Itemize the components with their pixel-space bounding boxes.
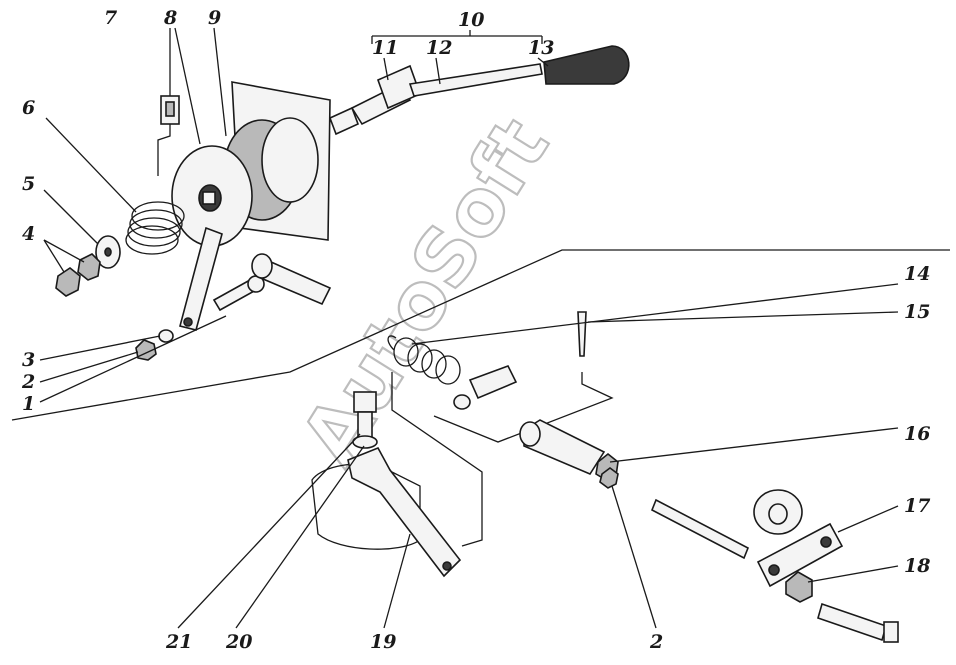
drum-rear-flange: [261, 117, 319, 203]
lever-thread: [328, 106, 360, 136]
washer-hole: [104, 247, 112, 257]
section-separator-line: [11, 249, 950, 421]
callout-15: 15: [904, 301, 930, 323]
callout-2-lower: 2: [649, 631, 663, 653]
nut-a: [55, 267, 81, 297]
long-rod: [650, 498, 750, 560]
small-washer: [158, 329, 174, 343]
callout-14: 14: [904, 263, 930, 285]
callout-12: 12: [426, 37, 452, 59]
lever-knob: [543, 45, 630, 85]
assembly-arrow-lines: [391, 372, 614, 547]
callout-7: 7: [104, 7, 117, 29]
plate-nut: [785, 571, 813, 603]
pin-sleeve-end: [519, 421, 541, 447]
key-part-inner: [165, 101, 175, 117]
tension-spring: [387, 335, 461, 385]
callout-19: 19: [370, 631, 396, 653]
callout-9: 9: [208, 7, 221, 29]
bolt-head: [353, 391, 377, 413]
lever-rod: [408, 63, 543, 97]
selector-lever-hole: [442, 561, 452, 571]
cotter-pin: [577, 311, 587, 357]
callout-13: 13: [528, 37, 554, 59]
callout-10: 10: [458, 9, 484, 31]
joint-pin-ball: [453, 394, 471, 410]
rubber-bushing-hole: [768, 503, 788, 525]
key-leader: [157, 124, 171, 176]
callout-6: 6: [22, 97, 35, 119]
callout-16: 16: [904, 423, 930, 445]
pin-bushing-end: [251, 253, 273, 279]
lever-arm-hole: [183, 317, 193, 327]
callout-bracket-10: [371, 30, 543, 44]
nut-b: [77, 253, 101, 281]
callout-5: 5: [22, 173, 35, 195]
nut-2-lower: [599, 467, 619, 489]
callout-3: 3: [22, 349, 35, 371]
leader-lines: [39, 27, 899, 629]
callout-17: 17: [904, 495, 930, 517]
callout-8: 8: [163, 7, 177, 29]
callout-18: 18: [904, 555, 930, 577]
callout-2-upper: 2: [21, 371, 35, 393]
threaded-stud: [817, 602, 887, 642]
callout-4: 4: [22, 223, 35, 245]
joint-pin: [468, 365, 518, 400]
disk-hub-nut: [202, 191, 216, 205]
callout-20: 20: [225, 631, 252, 653]
link-plate-hole-b: [820, 536, 832, 548]
coil-spring: [125, 201, 185, 255]
selector-lever: [347, 446, 462, 578]
callout-1: 1: [22, 393, 35, 415]
callout-11: 11: [372, 37, 398, 59]
link-plate-hole-a: [768, 564, 780, 576]
threaded-stud-end: [883, 621, 899, 643]
callout-21: 21: [165, 631, 192, 653]
